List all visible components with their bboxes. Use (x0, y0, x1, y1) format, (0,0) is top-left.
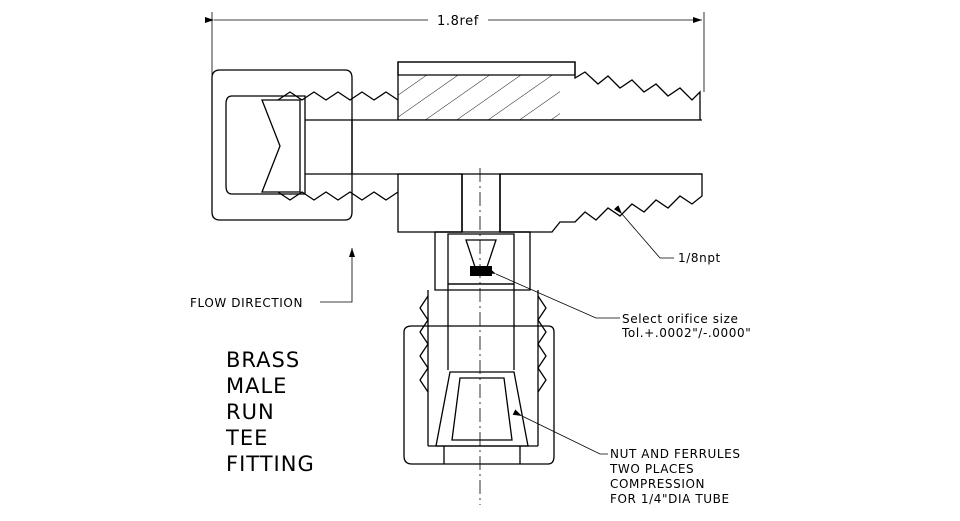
bottom-compression-nut (403, 284, 555, 465)
orifice-callout: Select orifice size Tol.+.0002"/-.0000" (486, 267, 751, 340)
flow-label: FLOW DIRECTION (190, 296, 303, 310)
title-line-3: RUN (226, 400, 275, 424)
thread-callout: 1/8npt (613, 205, 721, 265)
orifice-label-line-1: Select orifice size (622, 312, 738, 326)
thread-label: 1/8npt (678, 251, 721, 265)
tee-body (350, 61, 703, 291)
title-line-4: TEE (225, 426, 268, 450)
title-line-2: MALE (226, 374, 287, 398)
overall-dimension: 1.8ref (205, 12, 705, 92)
flow-callout: FLOW DIRECTION (190, 248, 355, 310)
nut-label-line-4: FOR 1/4"DIA TUBE (610, 492, 730, 506)
title-block: BRASS MALE RUN TEE FITTING (225, 348, 315, 476)
title-line-1: BRASS (226, 348, 300, 372)
nut-callout: NUT AND FERRULES TWO PLACES COMPRESSION … (512, 409, 741, 506)
nut-label-line-3: COMPRESSION (610, 477, 705, 491)
title-line-5: FITTING (226, 452, 315, 476)
left-compression-nut (211, 69, 399, 221)
nut-label-line-1: NUT AND FERRULES (610, 447, 741, 461)
orifice-label-line-2: Tol.+.0002"/-.0000" (621, 326, 751, 340)
dimension-label: 1.8ref (437, 14, 479, 29)
nut-label-line-2: TWO PLACES (609, 462, 694, 476)
